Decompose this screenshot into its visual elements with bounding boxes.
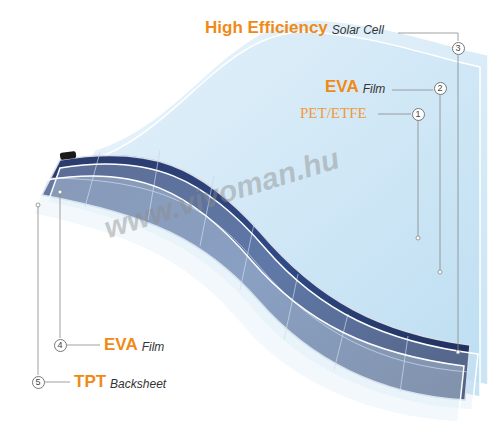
callout-number: 3: [452, 42, 465, 55]
junction-tab: [60, 151, 77, 160]
callout-number: 2: [434, 82, 447, 95]
layer-name: EVA: [325, 77, 359, 97]
leader-lines: [38, 33, 458, 382]
layer-name: Backsheet: [110, 377, 166, 391]
callout-number: 5: [32, 376, 45, 389]
tpt-backsheet: [34, 176, 464, 422]
layer-name: PET/ETFE: [300, 104, 367, 122]
layer-name: EVA: [104, 335, 138, 355]
layer-name: Film: [363, 82, 386, 96]
layer-name: Solar Cell: [332, 23, 384, 37]
leader-dots: [36, 190, 460, 354]
layer-name: TPT: [74, 372, 106, 392]
layer-name: High Efficiency: [205, 18, 328, 38]
callout-number: 4: [54, 339, 67, 352]
callout-number: 1: [412, 108, 425, 121]
layer-name: Film: [142, 340, 165, 354]
